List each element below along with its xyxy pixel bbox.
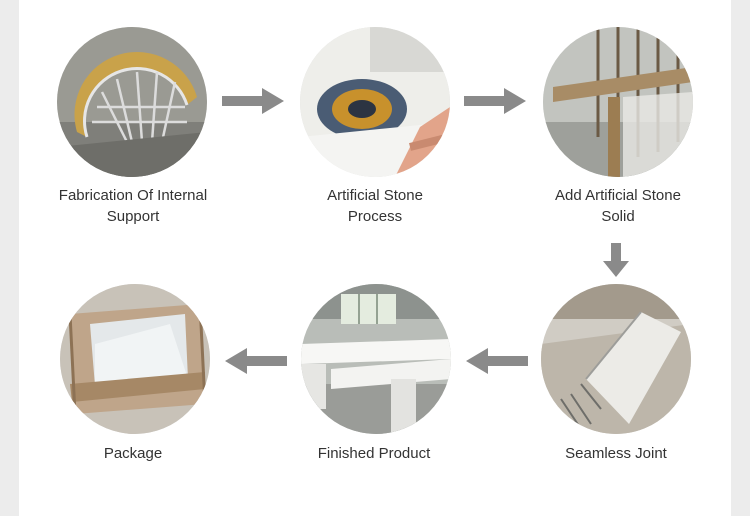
arrow-right-2 bbox=[464, 88, 526, 114]
fabrication-label: Fabrication Of Internal Support bbox=[58, 187, 208, 225]
seamless-joint-photo bbox=[541, 284, 691, 434]
arrow-right-icon bbox=[464, 88, 526, 114]
grinding-disc-photo bbox=[300, 27, 450, 177]
stone-process-label: Artificial Stone Process bbox=[327, 187, 423, 225]
white-counters-photo bbox=[301, 284, 451, 434]
arrow-down-icon bbox=[603, 243, 629, 277]
arrow-down bbox=[603, 243, 629, 277]
arrow-left-2 bbox=[225, 348, 287, 374]
fabrication-photo bbox=[57, 27, 207, 177]
arrow-left-1 bbox=[466, 348, 528, 374]
arrow-left-icon bbox=[225, 348, 287, 374]
package-label: Package bbox=[103, 445, 163, 462]
workshop-frame-photo bbox=[543, 27, 693, 177]
package-photo bbox=[60, 284, 210, 434]
finished-product-label: Finished Product bbox=[317, 445, 431, 462]
finished-product-photo bbox=[301, 284, 451, 434]
add-solid-label: Add Artificial Stone Solid bbox=[555, 187, 681, 225]
arrow-right-1 bbox=[222, 88, 284, 114]
wooden-crate-photo bbox=[60, 284, 210, 434]
arched-metal-frame-photo bbox=[57, 27, 207, 177]
arrow-left-icon bbox=[466, 348, 528, 374]
arrow-right-icon bbox=[222, 88, 284, 114]
stone-panel-photo bbox=[541, 284, 691, 434]
stone-process-photo bbox=[300, 27, 450, 177]
seamless-joint-label: Seamless Joint bbox=[565, 445, 667, 462]
add-solid-photo bbox=[543, 27, 693, 177]
